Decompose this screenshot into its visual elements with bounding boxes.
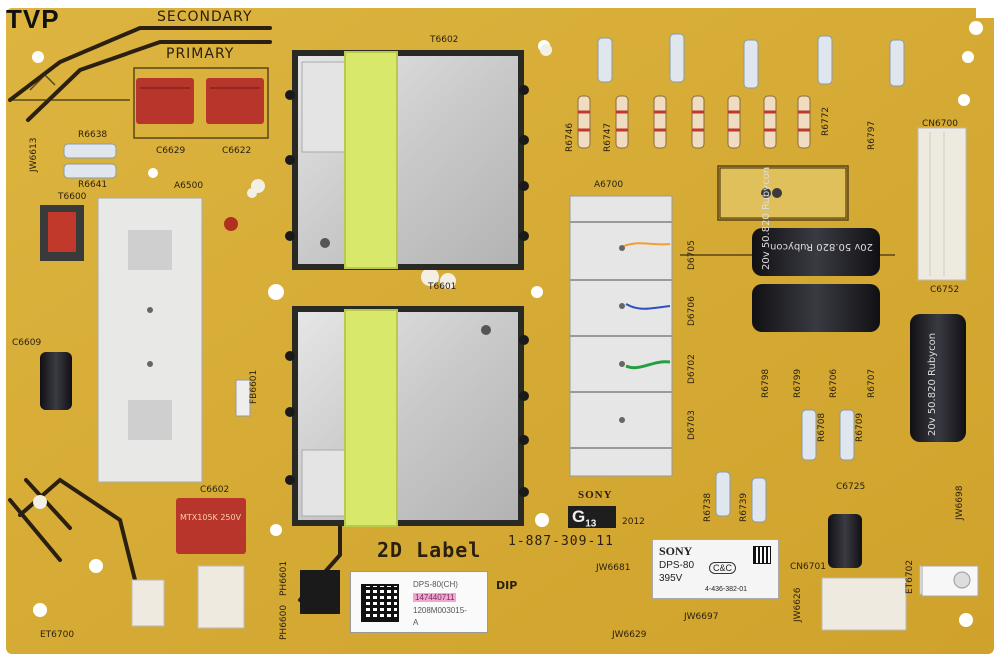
ref-c6622: C6622 [222, 146, 252, 156]
sticker-line3: 1208M003015- [413, 606, 467, 615]
ref-r6641: R6641 [78, 180, 108, 190]
ref-t6602: T6602 [430, 35, 459, 45]
ref-r6772: R6772 [821, 106, 831, 136]
barcode-sticker: DPS-80(CH) 147440711 1208M003015- A [350, 571, 488, 633]
misc-components [40, 167, 979, 614]
transformer-t6601 [285, 306, 529, 527]
ref-r6746: R6746 [565, 122, 575, 152]
ref-a6700: A6700 [594, 180, 624, 190]
watermark-text: TVP [6, 4, 60, 34]
sticker-line2: 147440711 [413, 593, 457, 602]
transformer-t6602 [285, 50, 529, 270]
ref-jw6613: JW6613 [29, 137, 39, 172]
sticker-line4: A [413, 618, 419, 627]
ref-d6706: D6706 [687, 296, 697, 326]
ref-c6752: C6752 [930, 285, 960, 295]
electrolytic-capacitors [40, 228, 966, 568]
ref-jw6681: JW6681 [596, 563, 631, 573]
ref-r6638: R6638 [78, 130, 108, 140]
ref-c6602: C6602 [200, 485, 230, 495]
ref-et6702: ET6702 [905, 559, 915, 594]
silkscreen-sony: SONY [578, 489, 613, 501]
ref-jw6698: JW6698 [955, 485, 965, 520]
film-capacitors [136, 78, 264, 554]
ref-r6747: R6747 [603, 122, 613, 152]
ref-c6629: C6629 [156, 146, 186, 156]
ref-r6739: R6739 [739, 492, 749, 522]
label-cert: C&C [709, 562, 737, 574]
ref-c6609: C6609 [12, 338, 42, 348]
ref-r6709: R6709 [855, 412, 865, 442]
silkscreen-primary: PRIMARY [166, 46, 235, 62]
ref-jw6626: JW6626 [793, 587, 803, 622]
ref-jw6697: JW6697 [684, 612, 719, 622]
ref-c6725: C6725 [836, 482, 866, 492]
ref-d6705: D6705 [687, 240, 697, 270]
ref-jw6629: JW6629 [612, 630, 647, 640]
cap-text-2: 20v 50.820 Rubycon [770, 241, 874, 252]
g13-main: G [572, 507, 586, 526]
glue-dots [33, 44, 552, 509]
film-cap-text: MTX105K 250V [180, 513, 242, 522]
ref-t6601: T6601 [428, 282, 457, 292]
sticker-line1: DPS-80(CH) [413, 580, 458, 589]
g13-badge: G13 [568, 506, 616, 530]
label-qr-icon [753, 546, 771, 564]
ref-d6702: D6702 [687, 354, 697, 384]
silkscreen-dip: DIP [496, 579, 518, 592]
silkscreen-part-number: 1-887-309-11 [508, 534, 614, 549]
label-code: 4-436-382-01 [705, 586, 748, 593]
heatsink-a6700 [569, 195, 673, 477]
sony-rating-label: SONY DPS-80 395V C&C 4-436-382-01 [652, 539, 779, 599]
heatsink-a6500 [97, 197, 203, 483]
ref-r6707: R6707 [867, 368, 877, 398]
ref-r6798: R6798 [761, 368, 771, 398]
silkscreen-secondary: SECONDARY [157, 9, 253, 25]
ref-r6706: R6706 [829, 368, 839, 398]
ref-r6799: R6799 [793, 368, 803, 398]
ref-cn6700: CN6700 [922, 119, 958, 129]
cap-text-1: 20v 50.820 Rubycon [761, 166, 772, 270]
qr-code [361, 584, 399, 622]
resistor-array [63, 33, 905, 523]
ref-r6738: R6738 [703, 492, 713, 522]
isolation-traces [8, 26, 342, 602]
label-model: DPS-80 [659, 560, 695, 571]
ref-t6600: T6600 [58, 192, 87, 202]
ref-r6708: R6708 [817, 412, 827, 442]
cap-text-3: 20v 50.820 Rubycon [927, 332, 938, 436]
ref-ph6600: PH6600 [279, 604, 289, 640]
silkscreen-2d-label: 2D Label [377, 538, 482, 562]
g13-sub: 13 [585, 518, 597, 530]
ref-d6703: D6703 [687, 410, 697, 440]
mounting-holes [32, 21, 983, 627]
ref-a6500: A6500 [174, 181, 204, 191]
ref-et6700: ET6700 [40, 630, 75, 640]
ref-ph6601: PH6601 [279, 560, 289, 596]
ref-fb6601: FB6601 [249, 369, 259, 404]
ref-cn6701: CN6701 [790, 562, 826, 572]
connectors [131, 127, 979, 631]
label-brand: SONY [659, 544, 693, 558]
label-voltage: 395V [659, 573, 683, 584]
ref-r6797: R6797 [867, 120, 877, 150]
silkscreen-year: 2012 [622, 517, 645, 527]
